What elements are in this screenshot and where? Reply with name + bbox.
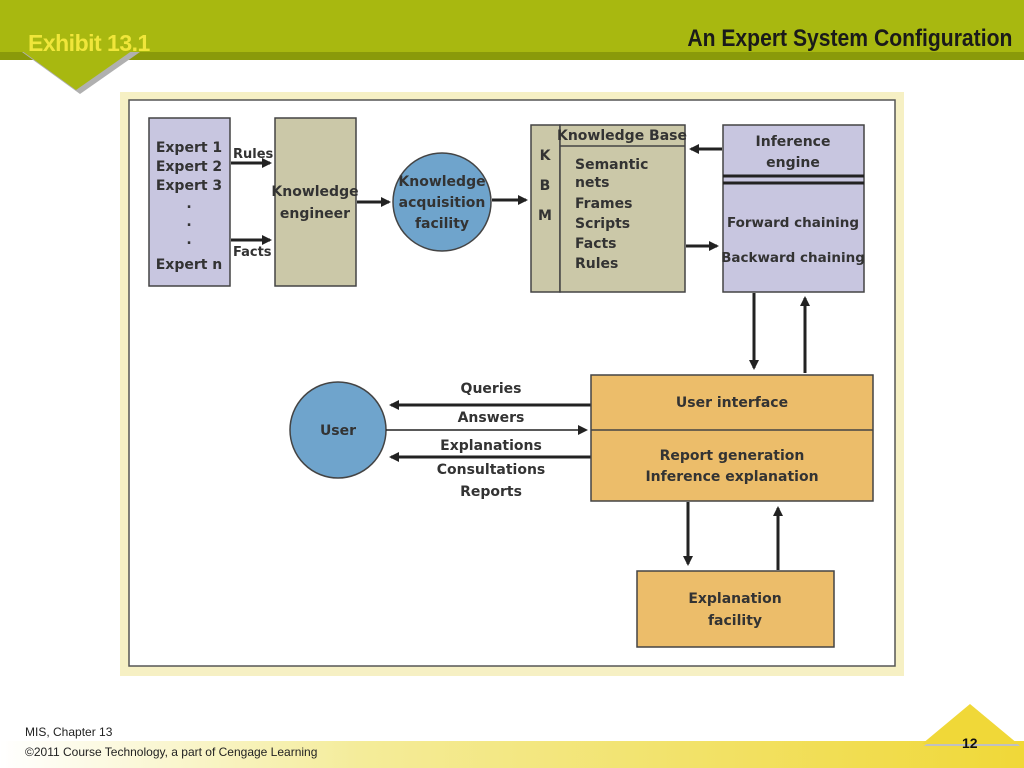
page-number: 12 xyxy=(962,735,978,751)
flow-label-answers: Answers xyxy=(458,410,525,426)
acquisition-line3: facility xyxy=(415,216,469,232)
ellipsis-dot: . xyxy=(186,214,191,230)
header-shadow xyxy=(0,52,1024,60)
inference-engine-line2: engine xyxy=(766,155,820,171)
kbm-m: M xyxy=(538,208,552,224)
flow-label-reports: Reports xyxy=(460,484,522,500)
footer-copyright: ©2011 Course Technology, a part of Cenga… xyxy=(25,745,318,759)
knowledge-base-box: Knowledge Base Semantic nets Frames Scri… xyxy=(557,124,687,293)
kbm-column: K B M xyxy=(530,124,561,293)
kb-item: Rules xyxy=(575,256,618,272)
flow-label-explanations: Explanations xyxy=(440,438,542,454)
user-label: User xyxy=(320,423,356,439)
header-band xyxy=(0,0,1024,52)
facts-label: Facts xyxy=(233,245,272,260)
expert-1-label: Expert 1 xyxy=(156,140,222,156)
backward-chaining-label: Backward chaining xyxy=(721,250,865,266)
acquisition-facility-circle: Knowledge acquisition facility xyxy=(392,152,492,252)
explanation-line2: facility xyxy=(708,613,762,629)
footer-chapter: MIS, Chapter 13 xyxy=(25,725,113,739)
flow-label-consultations: Consultations xyxy=(437,462,546,478)
kb-item: Semantic xyxy=(575,157,648,173)
forward-chaining-label: Forward chaining xyxy=(727,215,859,231)
user-circle: User xyxy=(289,381,387,479)
kb-item: Frames xyxy=(575,196,632,212)
corner-chevron-icon xyxy=(18,48,140,94)
explanation-facility-box: Explanation facility xyxy=(636,570,835,648)
knowledge-engineer-box: Knowledge engineer xyxy=(271,117,359,287)
acquisition-line2: acquisition xyxy=(399,195,486,211)
rules-label: Rules xyxy=(233,147,274,162)
kbm-b: B xyxy=(540,178,551,194)
ellipsis-dot: . xyxy=(186,196,191,212)
ellipsis-dot: . xyxy=(186,232,191,248)
kb-item: nets xyxy=(575,175,610,191)
report-generation-label: Report generation xyxy=(660,448,805,464)
flow-label-queries: Queries xyxy=(461,381,522,397)
expert-3-label: Expert 3 xyxy=(156,178,222,194)
inference-engine-line1: Inference xyxy=(756,134,831,150)
exhibit-label: Exhibit 13.1 xyxy=(28,30,150,56)
kb-item: Scripts xyxy=(575,216,630,232)
inference-engine-box: Inference engine Forward chaining Backwa… xyxy=(721,124,865,293)
kbm-k: K xyxy=(540,148,552,164)
user-interface-box: User interface Report generation Inferen… xyxy=(590,374,874,502)
inference-explanation-label: Inference explanation xyxy=(645,469,818,485)
expert-2-label: Expert 2 xyxy=(156,159,222,175)
experts-box: Expert 1 Expert 2 Expert 3 . . . Expert … xyxy=(148,117,231,287)
page-title: An Expert System Configuration xyxy=(686,25,1012,52)
kb-item: Facts xyxy=(575,236,617,252)
acquisition-line1: Knowledge xyxy=(398,174,485,190)
knowledge-engineer-line1: Knowledge xyxy=(271,184,358,200)
page-triangle-icon xyxy=(922,704,1020,746)
user-interface-title: User interface xyxy=(676,395,788,411)
expert-n-label: Expert n xyxy=(156,257,223,273)
knowledge-base-title: Knowledge Base xyxy=(557,128,687,144)
knowledge-engineer-line2: engineer xyxy=(280,206,350,222)
footer-bar xyxy=(0,741,1024,768)
explanation-line1: Explanation xyxy=(688,591,781,607)
